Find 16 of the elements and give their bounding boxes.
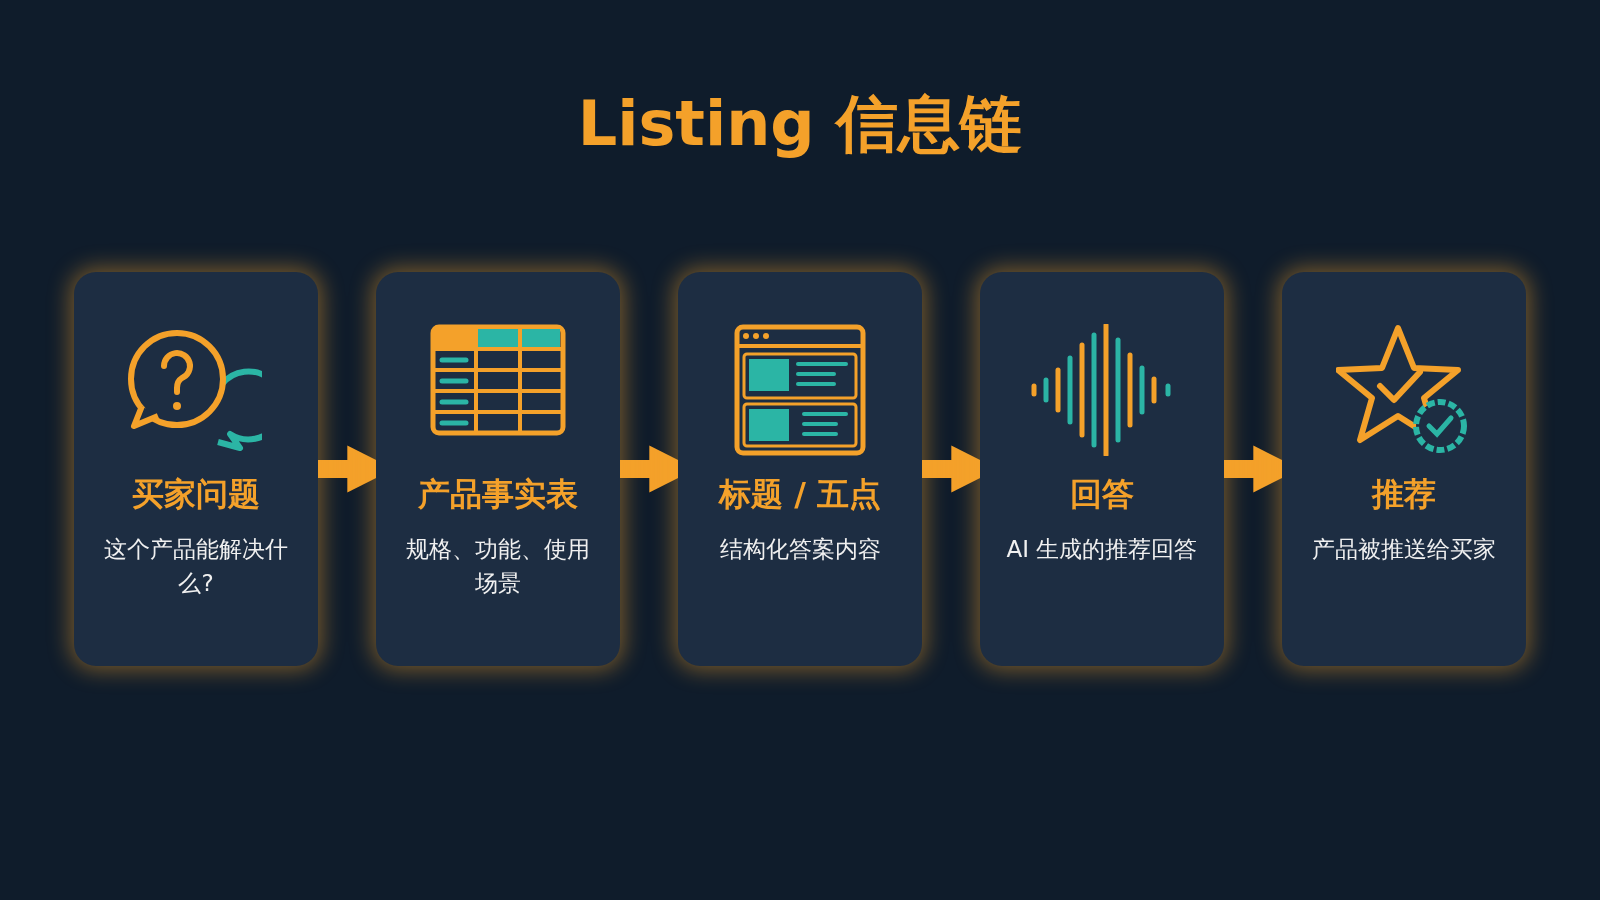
step-card — [376, 272, 620, 666]
step-heading: 标题 / 五点 — [719, 474, 881, 515]
step-heading: 产品事实表 — [418, 474, 578, 515]
step-heading: 推荐 — [1372, 474, 1436, 515]
step-heading: 回答 — [1070, 474, 1134, 515]
step-description: 产品被推送给买家 — [1312, 534, 1496, 564]
step-description: 结构化答案内容 — [719, 534, 881, 564]
step-heading: 买家问题 — [132, 474, 260, 515]
step-card — [678, 272, 922, 666]
step-description: AI 生成的推荐回答 — [1006, 534, 1198, 564]
step-card — [980, 272, 1224, 666]
step-description: 这个产品能解决什么? — [103, 534, 289, 599]
step-description: 规格、功能、使用场景 — [405, 534, 591, 599]
step-card — [1282, 272, 1526, 666]
diagram-title: Listing 信息链 — [577, 86, 1023, 162]
step-card — [74, 272, 318, 666]
